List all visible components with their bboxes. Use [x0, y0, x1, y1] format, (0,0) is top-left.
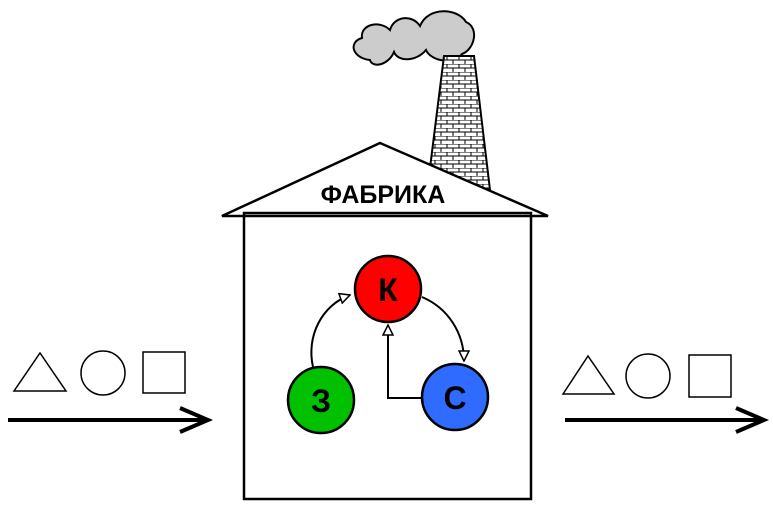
output-arrow — [565, 406, 770, 434]
node-c: С — [420, 362, 490, 432]
arrow-z-to-k — [310, 295, 350, 368]
smoke-cloud — [352, 10, 476, 66]
arrow-c-to-k — [388, 325, 422, 399]
square-icon — [688, 354, 732, 398]
output-shapes — [561, 353, 732, 399]
input-arrow — [8, 406, 214, 434]
circle-icon — [625, 353, 671, 399]
node-k: К — [353, 254, 423, 324]
triangle-icon — [561, 354, 616, 395]
arrow-k-to-c — [421, 296, 464, 361]
factory-title: ФАБРИКА — [321, 181, 446, 209]
node-z: З — [286, 365, 356, 435]
node-z-circle — [286, 365, 356, 435]
input-shapes — [12, 350, 186, 396]
factory-building — [242, 211, 533, 501]
factory-roof — [221, 141, 549, 218]
square-icon — [142, 351, 186, 394]
node-k-circle — [353, 254, 423, 324]
node-c-label: С — [443, 380, 466, 416]
node-z-label: З — [311, 383, 331, 419]
node-k-label: К — [378, 272, 398, 308]
node-c-circle — [420, 362, 490, 432]
circle-icon — [80, 350, 126, 396]
triangle-icon — [12, 351, 68, 392]
